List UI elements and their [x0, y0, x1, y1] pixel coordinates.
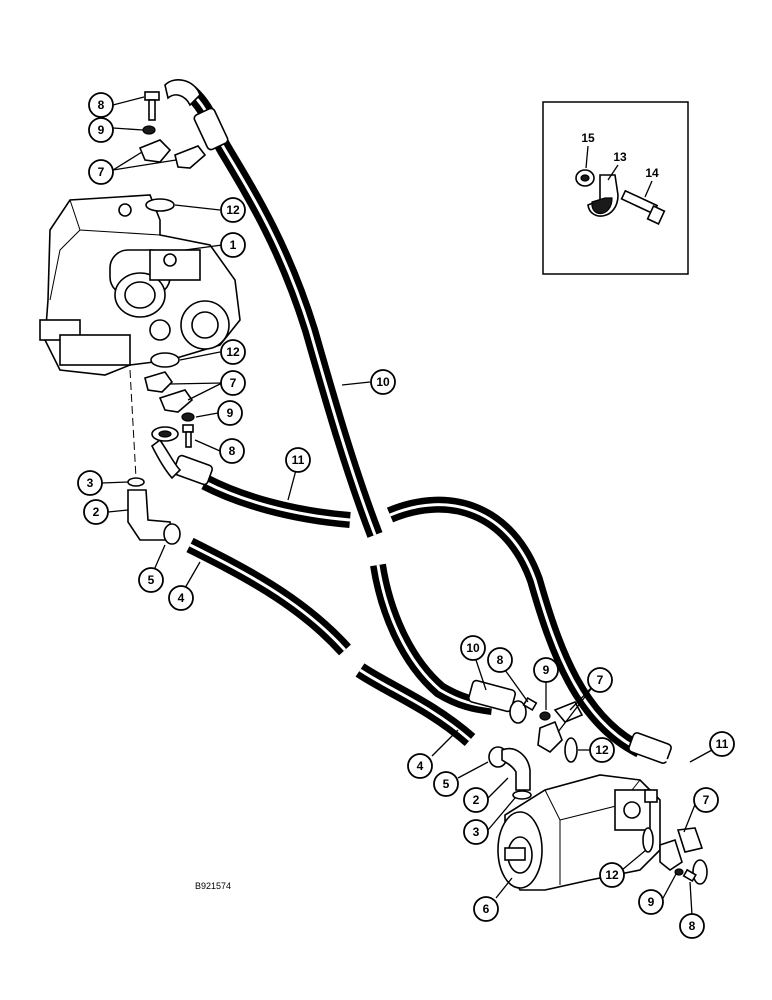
svg-text:3: 3 [473, 825, 480, 839]
svg-text:7: 7 [703, 793, 710, 807]
svg-text:5: 5 [148, 573, 155, 587]
svg-text:7: 7 [597, 673, 604, 687]
inset-label-14: 14 [645, 166, 659, 180]
svg-text:9: 9 [227, 406, 234, 420]
svg-text:11: 11 [292, 453, 305, 467]
inset-label-13: 13 [613, 150, 627, 164]
svg-text:12: 12 [595, 743, 609, 757]
callout-5-left: 5 [138, 567, 164, 593]
hose-4 [186, 537, 476, 747]
callout-12-right: 12 [589, 737, 615, 763]
callout-6: 6 [473, 896, 499, 922]
hydraulic-motor [497, 774, 661, 891]
drawing-code: B921574 [195, 881, 231, 891]
callout-12-far-right: 12 [599, 862, 625, 888]
callout-1: 1 [220, 232, 246, 258]
svg-text:3: 3 [87, 476, 94, 490]
callout-12-mid: 12 [220, 339, 246, 365]
callout-9-right: 9 [533, 657, 559, 683]
svg-text:8: 8 [98, 98, 105, 112]
svg-text:8: 8 [229, 444, 236, 458]
svg-text:12: 12 [226, 203, 240, 217]
callout-3-left: 3 [77, 470, 103, 496]
callout-8-top: 8 [88, 92, 114, 118]
svg-text:12: 12 [605, 868, 619, 882]
svg-text:4: 4 [178, 591, 185, 605]
svg-text:12: 12 [226, 345, 240, 359]
svg-text:7: 7 [230, 376, 237, 390]
callout-5-right: 5 [433, 771, 459, 797]
svg-text:10: 10 [376, 375, 390, 389]
small-fittings [127, 91, 704, 883]
callout-7-top: 7 [88, 159, 114, 185]
callout-3-right: 3 [463, 819, 489, 845]
svg-text:7: 7 [98, 165, 105, 179]
callout-7-mid: 7 [220, 370, 246, 396]
svg-text:6: 6 [483, 902, 490, 916]
svg-text:9: 9 [543, 663, 550, 677]
svg-text:9: 9 [98, 123, 105, 137]
callout-10-mid: 10 [370, 369, 396, 395]
callout-10-low: 10 [460, 635, 486, 661]
svg-text:8: 8 [497, 653, 504, 667]
callout-7-far-right: 7 [693, 787, 719, 813]
callout-4-left: 4 [168, 585, 194, 611]
callout-12-top: 12 [220, 197, 246, 223]
callout-9-bottom: 9 [638, 889, 664, 915]
hose-10 [184, 86, 493, 715]
callout-9-top: 9 [88, 117, 114, 143]
detail-inset: 15 13 14 [542, 101, 689, 275]
callout-11-right: 11 [709, 731, 735, 757]
svg-text:2: 2 [93, 505, 100, 519]
callout-8-mid: 8 [219, 438, 245, 464]
svg-text:8: 8 [689, 919, 696, 933]
svg-text:9: 9 [648, 895, 655, 909]
callout-2-left: 2 [83, 499, 109, 525]
svg-text:4: 4 [417, 759, 424, 773]
svg-text:10: 10 [466, 641, 480, 655]
callout-8-right: 8 [487, 647, 513, 673]
callout-9-mid: 9 [217, 400, 243, 426]
callout-11-mid: 11 [285, 447, 311, 473]
svg-text:5: 5 [443, 777, 450, 791]
svg-text:11: 11 [716, 737, 729, 751]
svg-text:2: 2 [473, 793, 480, 807]
callout-2-right: 2 [463, 787, 489, 813]
hose-11 [201, 474, 644, 758]
callout-4-right: 4 [407, 753, 433, 779]
hydraulic-pump [39, 194, 241, 376]
hose-fittings [150, 79, 722, 885]
inset-label-15: 15 [581, 131, 595, 145]
callout-leaders [101, 96, 713, 916]
svg-text:1: 1 [230, 238, 237, 252]
callout-7-right: 7 [587, 667, 613, 693]
callout-8-bottom: 8 [679, 913, 705, 939]
